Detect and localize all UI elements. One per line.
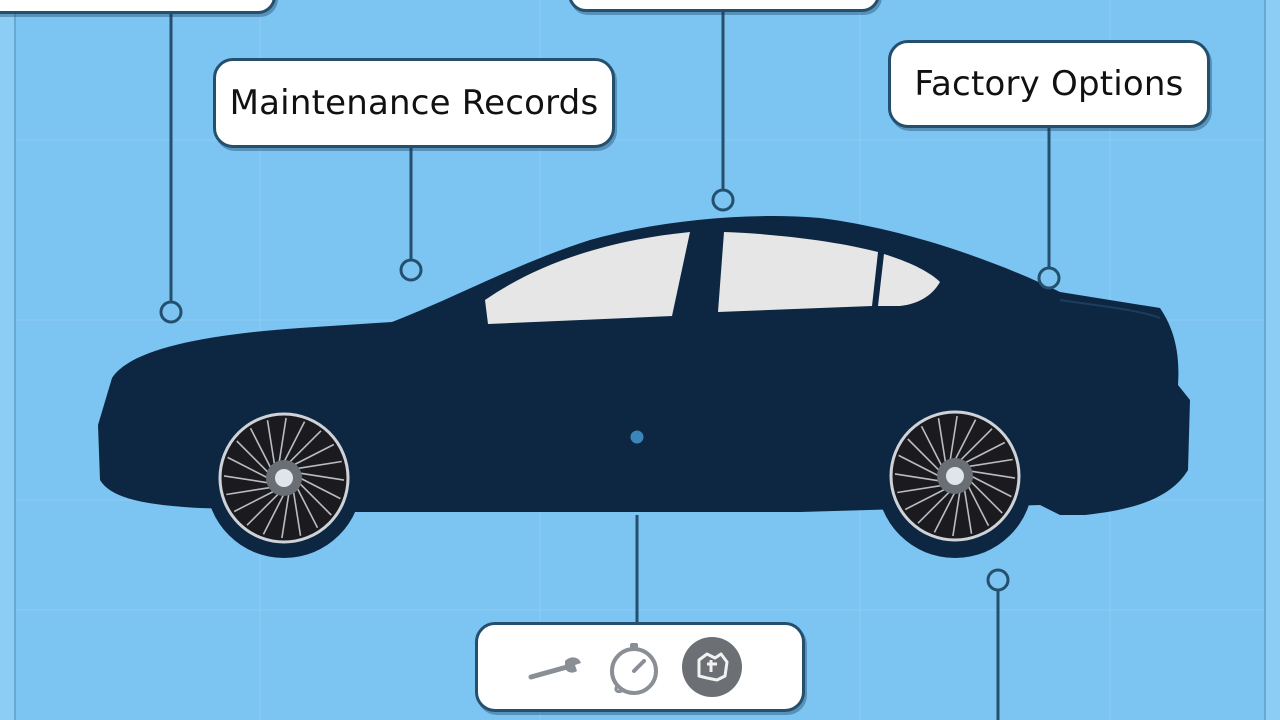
wheel-spoke (278, 417, 287, 463)
wheel-spoke (967, 485, 990, 527)
window-quarter (878, 254, 940, 306)
wrench-icon[interactable] (524, 635, 588, 699)
wheel-spoke (233, 490, 275, 513)
wheel-spoke (246, 492, 280, 526)
wheel-spoke (897, 484, 943, 494)
wheel-spoke (963, 488, 973, 534)
wheel-spoke (954, 419, 977, 461)
engine-badge-icon[interactable] (680, 635, 744, 699)
callout-factory-label: Factory Options (914, 64, 1184, 104)
wheel-spoke (227, 456, 269, 479)
wheel-spoke (964, 441, 1006, 464)
wheel-spoke (262, 493, 285, 535)
wheel-spoke (223, 475, 269, 484)
wheel-spoke (299, 472, 345, 481)
hotspot-top-left (159, 300, 183, 324)
wheel-spoke (266, 420, 276, 466)
wheel-spoke (904, 488, 946, 511)
wheel-spoke (970, 470, 1016, 479)
wheel-spoke (898, 454, 940, 477)
hotspot-bottom-right (986, 568, 1010, 592)
wheel-spoke (894, 473, 940, 482)
hotspot-top-center (711, 188, 735, 212)
wheel-spoke (298, 482, 332, 516)
wheel-spoke (952, 491, 961, 537)
hotspot-maintenance (399, 258, 423, 282)
wheel-spoke (967, 458, 1013, 468)
wheel-spoke (959, 428, 993, 462)
trunk-lip (1059, 299, 1161, 319)
hotspot-center (627, 427, 647, 447)
callout-maintenance-records[interactable]: Maintenance Records (213, 58, 615, 148)
wheel-spoke (969, 480, 1003, 514)
callout-top-center (568, 0, 880, 12)
wheel-spoke (933, 491, 956, 533)
left-frame-edge (0, 0, 16, 720)
hotspot-factory (1037, 266, 1061, 290)
rear-wheel (877, 402, 1033, 558)
wheel-spoke (949, 415, 958, 461)
right-frame-edge (1264, 0, 1280, 720)
wheel-spoke (292, 490, 302, 536)
wheel-spoke (288, 430, 322, 464)
callout-maintenance-label: Maintenance Records (229, 83, 599, 123)
callout-top-left (0, 0, 276, 14)
wheel-spoke (281, 493, 290, 539)
wheel-spoke (970, 475, 1012, 498)
wheel-spoke (226, 486, 272, 496)
stopwatch-icon[interactable] (602, 635, 666, 699)
callout-service-icons (475, 622, 805, 712)
window-front (485, 232, 690, 324)
front-wheel (206, 402, 362, 558)
wheel-spoke (907, 438, 941, 472)
wheel-spoke (920, 425, 943, 467)
wheel-spoke (296, 487, 319, 529)
wheel-spoke (937, 418, 947, 464)
wheel-spoke (299, 477, 341, 500)
window-rear (718, 232, 878, 312)
wheel-spoke (236, 440, 270, 474)
wheel-spoke (293, 443, 335, 466)
wheel-spoke (296, 460, 342, 470)
wheel-spoke (249, 427, 272, 469)
callout-factory-options[interactable]: Factory Options (888, 40, 1210, 128)
wheel-spoke (917, 490, 951, 524)
wheel-spoke (283, 421, 306, 463)
